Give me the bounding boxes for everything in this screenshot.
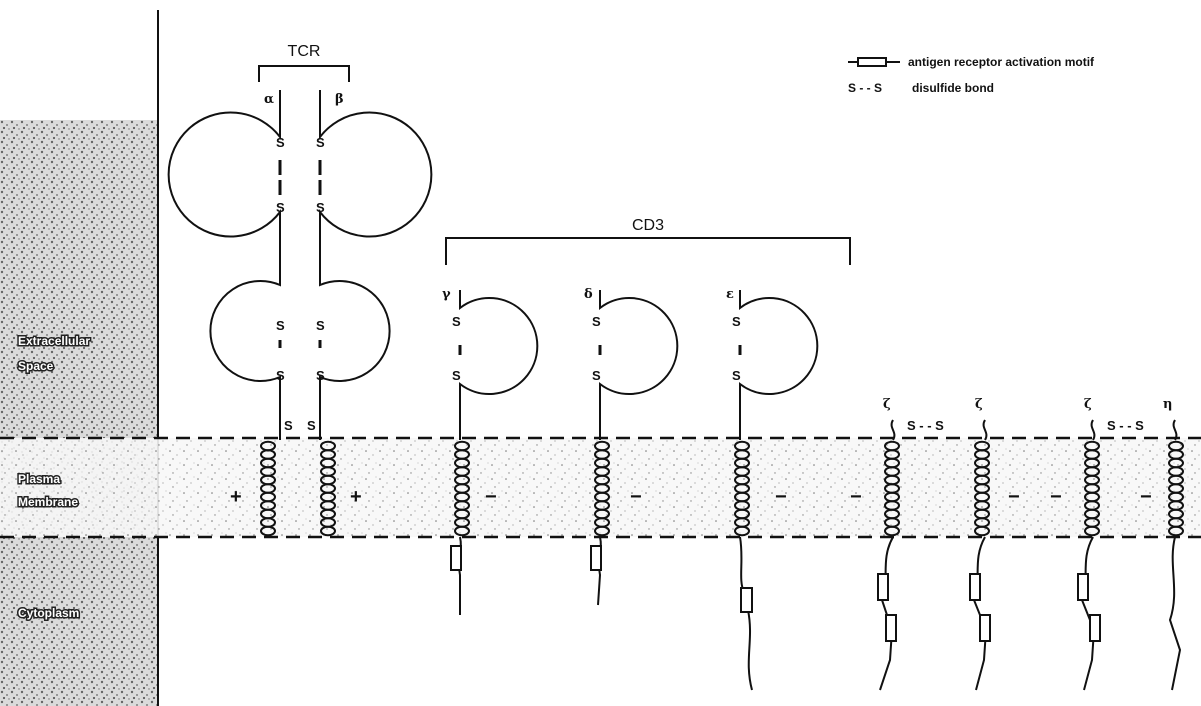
plasma-membrane-band: [0, 438, 1201, 537]
cytoplasm-label: Cytoplasm: [18, 606, 79, 620]
beta-s-1: S: [316, 135, 325, 150]
charge-plus-2: +: [350, 486, 362, 508]
zeta3-label: ζ: [1084, 397, 1092, 412]
gamma-label: γ: [442, 287, 451, 302]
epsilon-s-1: S: [732, 314, 741, 329]
charge-plus-1: +: [230, 486, 242, 508]
membrane-label-line1: Plasma: [18, 472, 60, 486]
legend-bond-text: disulfide bond: [912, 81, 994, 95]
alpha-label: α: [264, 92, 274, 107]
delta-s-2: S: [592, 368, 601, 383]
alpha-s-3: S: [276, 318, 285, 333]
gamma-s-1: S: [452, 314, 461, 329]
tcr-bracket: [259, 66, 349, 82]
delta-s-1: S: [592, 314, 601, 329]
alpha-s-4: S: [276, 368, 285, 383]
extracellular-label-line1: Extracellular: [18, 334, 90, 348]
extracellular-label-line2: Space: [18, 359, 54, 373]
charge-minus-7: −: [1140, 486, 1152, 508]
membrane-label-line2: Membrane: [18, 495, 78, 509]
gamma-s-2: S: [452, 368, 461, 383]
charge-minus-5: −: [1008, 486, 1020, 508]
charge-minus-2: −: [630, 486, 642, 508]
tcr-beta-chain: [320, 90, 431, 440]
epsilon-s-2: S: [732, 368, 741, 383]
alpha-s-2: S: [276, 200, 285, 215]
tcr-label: TCR: [288, 43, 321, 60]
cd3-label: CD3: [632, 217, 664, 234]
epsilon-label: ε: [726, 287, 734, 302]
beta-label: β: [335, 92, 344, 107]
alpha-s-1: S: [276, 135, 285, 150]
charge-minus-6: −: [1050, 486, 1062, 508]
legend-motif-text: antigen receptor activation motif: [908, 55, 1095, 69]
beta-s-3: S: [316, 318, 325, 333]
charge-minus-3: −: [775, 486, 787, 508]
legend: antigen receptor activation motif S - - …: [848, 55, 1095, 95]
zeta-dimer-bond: S - - S: [907, 418, 944, 433]
delta-label: δ: [584, 287, 593, 302]
eta-label: η: [1163, 397, 1172, 412]
activation-motif-icon: [858, 58, 886, 66]
interchain-s-beta: S: [307, 418, 316, 433]
zeta1-label: ζ: [883, 397, 891, 412]
zeta2-label: ζ: [975, 397, 983, 412]
charge-minus-4: −: [850, 486, 862, 508]
charge-minus-1: −: [485, 486, 497, 508]
tcr-alpha-chain: [169, 90, 280, 440]
cd3-bracket: [446, 238, 850, 265]
legend-bond-symbol: S - - S: [848, 81, 882, 95]
interchain-s-alpha: S: [284, 418, 293, 433]
zeta-eta-bond: S - - S: [1107, 418, 1144, 433]
beta-s-2: S: [316, 200, 325, 215]
beta-s-4: S: [316, 368, 325, 383]
